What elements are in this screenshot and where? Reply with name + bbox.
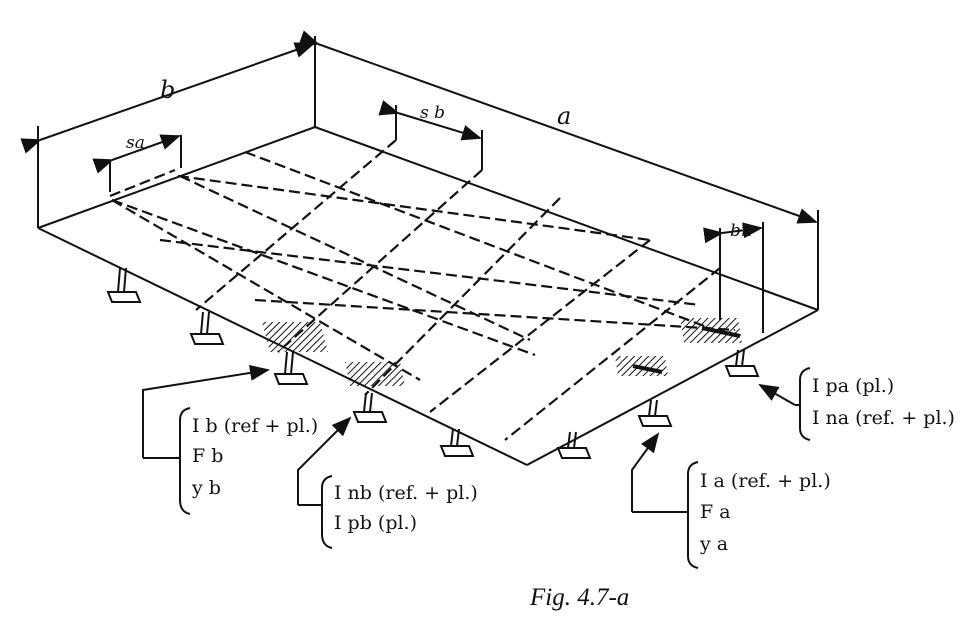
- annotation-bottom-right-line-1: I a (ref. + pl.): [700, 470, 831, 492]
- annotation-center: I nb (ref. + pl.) I pb (pl.): [334, 482, 478, 534]
- dim-label-sa: sa: [126, 133, 145, 153]
- dim-label-sb: s b: [420, 103, 445, 123]
- annotation-left-line-3: y b: [191, 477, 221, 499]
- dim-label-a: a: [557, 102, 571, 130]
- hatch-zone-2: [345, 362, 405, 386]
- hatch-center-lines: [632, 326, 741, 374]
- stiffener-4: [352, 392, 388, 423]
- hatch-zone-1: [262, 322, 328, 352]
- plate-grid: [109, 139, 736, 441]
- stiffeners: [106, 267, 760, 459]
- annotation-right-line-2: I na (ref. + pl.): [812, 407, 955, 429]
- stiffener-2: [189, 311, 225, 345]
- stiffener-8: [724, 349, 760, 377]
- stiffener-3: [273, 351, 309, 385]
- stiffener-7: [637, 399, 673, 427]
- dim-label-b: b: [160, 76, 175, 104]
- stiffener-1: [106, 267, 142, 303]
- dim-label-bn: bn: [730, 221, 752, 241]
- annotation-right-line-1: I pa (pl.): [812, 375, 894, 397]
- annotation-left-line-1: I b (ref + pl.): [192, 415, 318, 437]
- annotation-bottom-right-line-3: y a: [699, 533, 728, 555]
- leaders: [142, 364, 811, 569]
- hatched-zones: [262, 318, 742, 386]
- annotation-left: I b (ref + pl.) F b y b: [191, 415, 318, 499]
- dimension-lines: [20, 30, 818, 333]
- annotation-bottom-right: I a (ref. + pl.) F a y a: [699, 470, 831, 555]
- annotation-right: I pa (pl.) I na (ref. + pl.): [812, 375, 955, 429]
- annotation-center-line-2: I pb (pl.): [334, 512, 417, 534]
- stiffener-5: [439, 428, 475, 457]
- annotation-left-line-2: F b: [192, 445, 223, 467]
- annotation-bottom-right-line-2: F a: [700, 501, 731, 523]
- figure-caption: Fig. 4.7-a: [529, 584, 629, 611]
- annotation-center-line-1: I nb (ref. + pl.): [334, 482, 478, 504]
